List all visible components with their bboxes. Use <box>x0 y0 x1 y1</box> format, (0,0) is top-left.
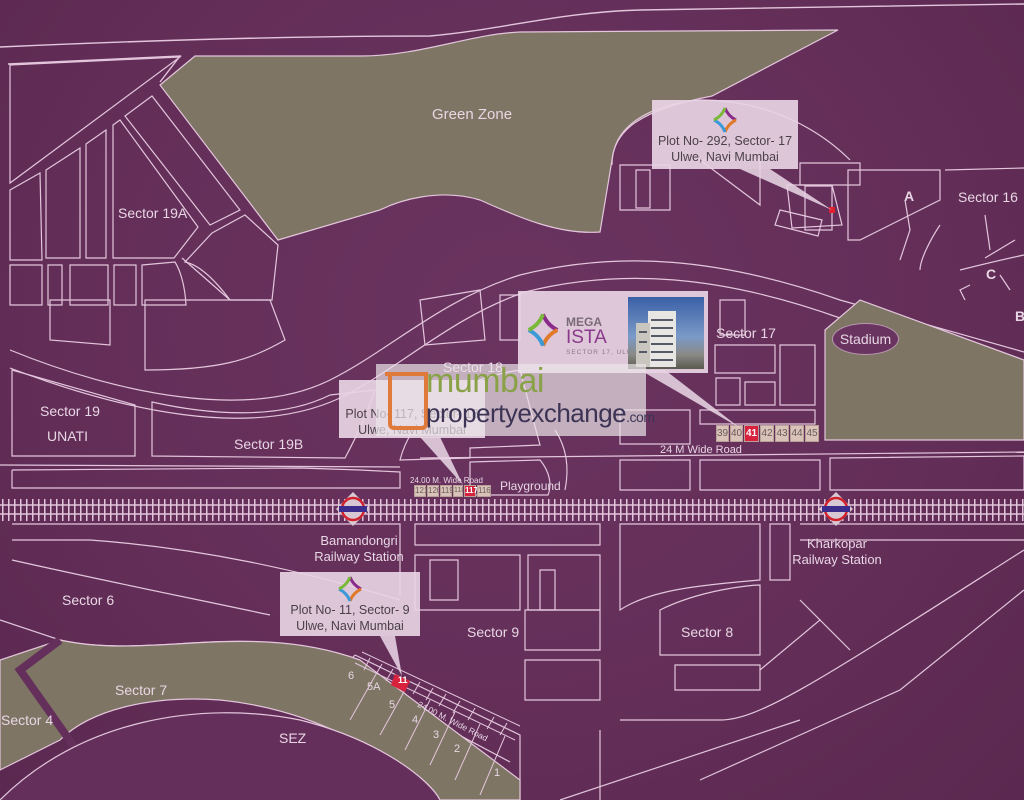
sector-8-label: Sector 8 <box>681 624 734 640</box>
unati-label: UNATI <box>47 428 88 444</box>
plot-45[interactable]: 45 <box>805 425 819 442</box>
area-b-label: B <box>1015 308 1024 324</box>
stadium-label[interactable]: Stadium <box>832 323 899 355</box>
plot-43[interactable]: 43 <box>775 425 789 442</box>
sector-7-label: Sector 7 <box>115 682 168 698</box>
playground-label: Playground <box>500 479 561 493</box>
sector-6-label: Sector 6 <box>62 592 115 608</box>
mega-ista-logo-icon <box>338 576 362 602</box>
plot-120[interactable]: 120 <box>427 485 442 497</box>
plot-119[interactable]: 119 <box>440 485 454 497</box>
plot-44[interactable]: 44 <box>790 425 804 442</box>
sector-19b-label: Sector 19B <box>234 436 304 452</box>
sector-16-label: Sector 16 <box>958 189 1018 205</box>
building-photo <box>628 297 704 369</box>
area-a-label: A <box>904 188 915 204</box>
area-c-label: C <box>986 266 997 282</box>
sector-9-label: Sector 9 <box>467 624 520 640</box>
green-zone-label: Green Zone <box>432 106 513 123</box>
road-label-24m-sector17: 24 M Wide Road <box>660 444 742 456</box>
railway-station-icon[interactable] <box>336 492 370 526</box>
callout-line1: Plot No- 11, Sector- 9 <box>290 603 410 617</box>
plot-41-selected[interactable]: 41 <box>744 425 759 442</box>
brand-location: SECTOR 17, ULWE <box>566 349 639 356</box>
plot-117-selected[interactable]: 117 <box>464 485 478 497</box>
callout-line2: Ulwe, Navi Mumbai <box>671 150 779 164</box>
railway-track <box>0 499 1024 521</box>
plot-5: 5 <box>389 699 396 711</box>
sector-19-label: Sector 19 <box>40 403 100 419</box>
sector18-plot-row: 121 120 119 118 117 116 <box>414 485 491 497</box>
sez-label: SEZ <box>279 730 307 746</box>
plot-4: 4 <box>412 714 419 726</box>
sector-17-label: Sector 17 <box>716 325 776 341</box>
plot-11-selected[interactable]: 11 <box>398 675 408 685</box>
callout-plot-292[interactable]: Plot No- 292, Sector- 17 Ulwe, Navi Mumb… <box>652 100 798 169</box>
plot-5a: 5A <box>367 681 381 693</box>
brand-ista: ISTA <box>566 327 607 348</box>
road-label-24m-sector18: 24.00 M. Wide Road <box>410 476 483 485</box>
callout-plot-11[interactable]: Plot No- 11, Sector- 9 Ulwe, Navi Mumbai <box>280 572 420 636</box>
callout-line2: Ulwe, Navi Mumbai <box>296 619 404 633</box>
sector17-plot-row: 39 40 41 42 43 44 45 <box>716 425 819 442</box>
watermark-line1: mumbai <box>426 362 544 400</box>
watermark-logo: mumbai propertyexchange.com <box>376 362 655 436</box>
plot-6: 6 <box>348 670 355 682</box>
plot-2: 2 <box>454 743 461 755</box>
sector-19a-label: Sector 19A <box>118 205 188 221</box>
sector-4-label: Sector 4 <box>1 712 54 728</box>
mega-ista-logo-icon <box>713 107 737 133</box>
plot-42[interactable]: 42 <box>760 425 774 442</box>
plot-3: 3 <box>433 729 440 741</box>
watermark-bag-icon <box>385 372 428 430</box>
station-bamandongri-label: Bamandongri Railway Station <box>314 533 404 564</box>
plot-118[interactable]: 118 <box>453 485 465 497</box>
railway-station-icon[interactable] <box>819 492 853 526</box>
plot-39[interactable]: 39 <box>716 425 729 442</box>
plot-1: 1 <box>494 767 501 779</box>
brand-mega: MEGA <box>566 315 602 329</box>
station-kharkopar-label: Kharkopar Railway Station <box>792 536 882 567</box>
featured-project-card[interactable]: MEGA ISTA SECTOR 17, ULWE <box>518 291 708 373</box>
plot-121[interactable]: 121 <box>414 485 429 497</box>
callout-line1: Plot No- 292, Sector- 17 <box>657 134 793 148</box>
mega-ista-logo-icon <box>527 313 559 347</box>
watermark-line2: propertyexchange.com <box>426 398 655 428</box>
sector9-plot-grid <box>349 651 521 796</box>
plot-116[interactable]: 116 <box>477 485 491 497</box>
